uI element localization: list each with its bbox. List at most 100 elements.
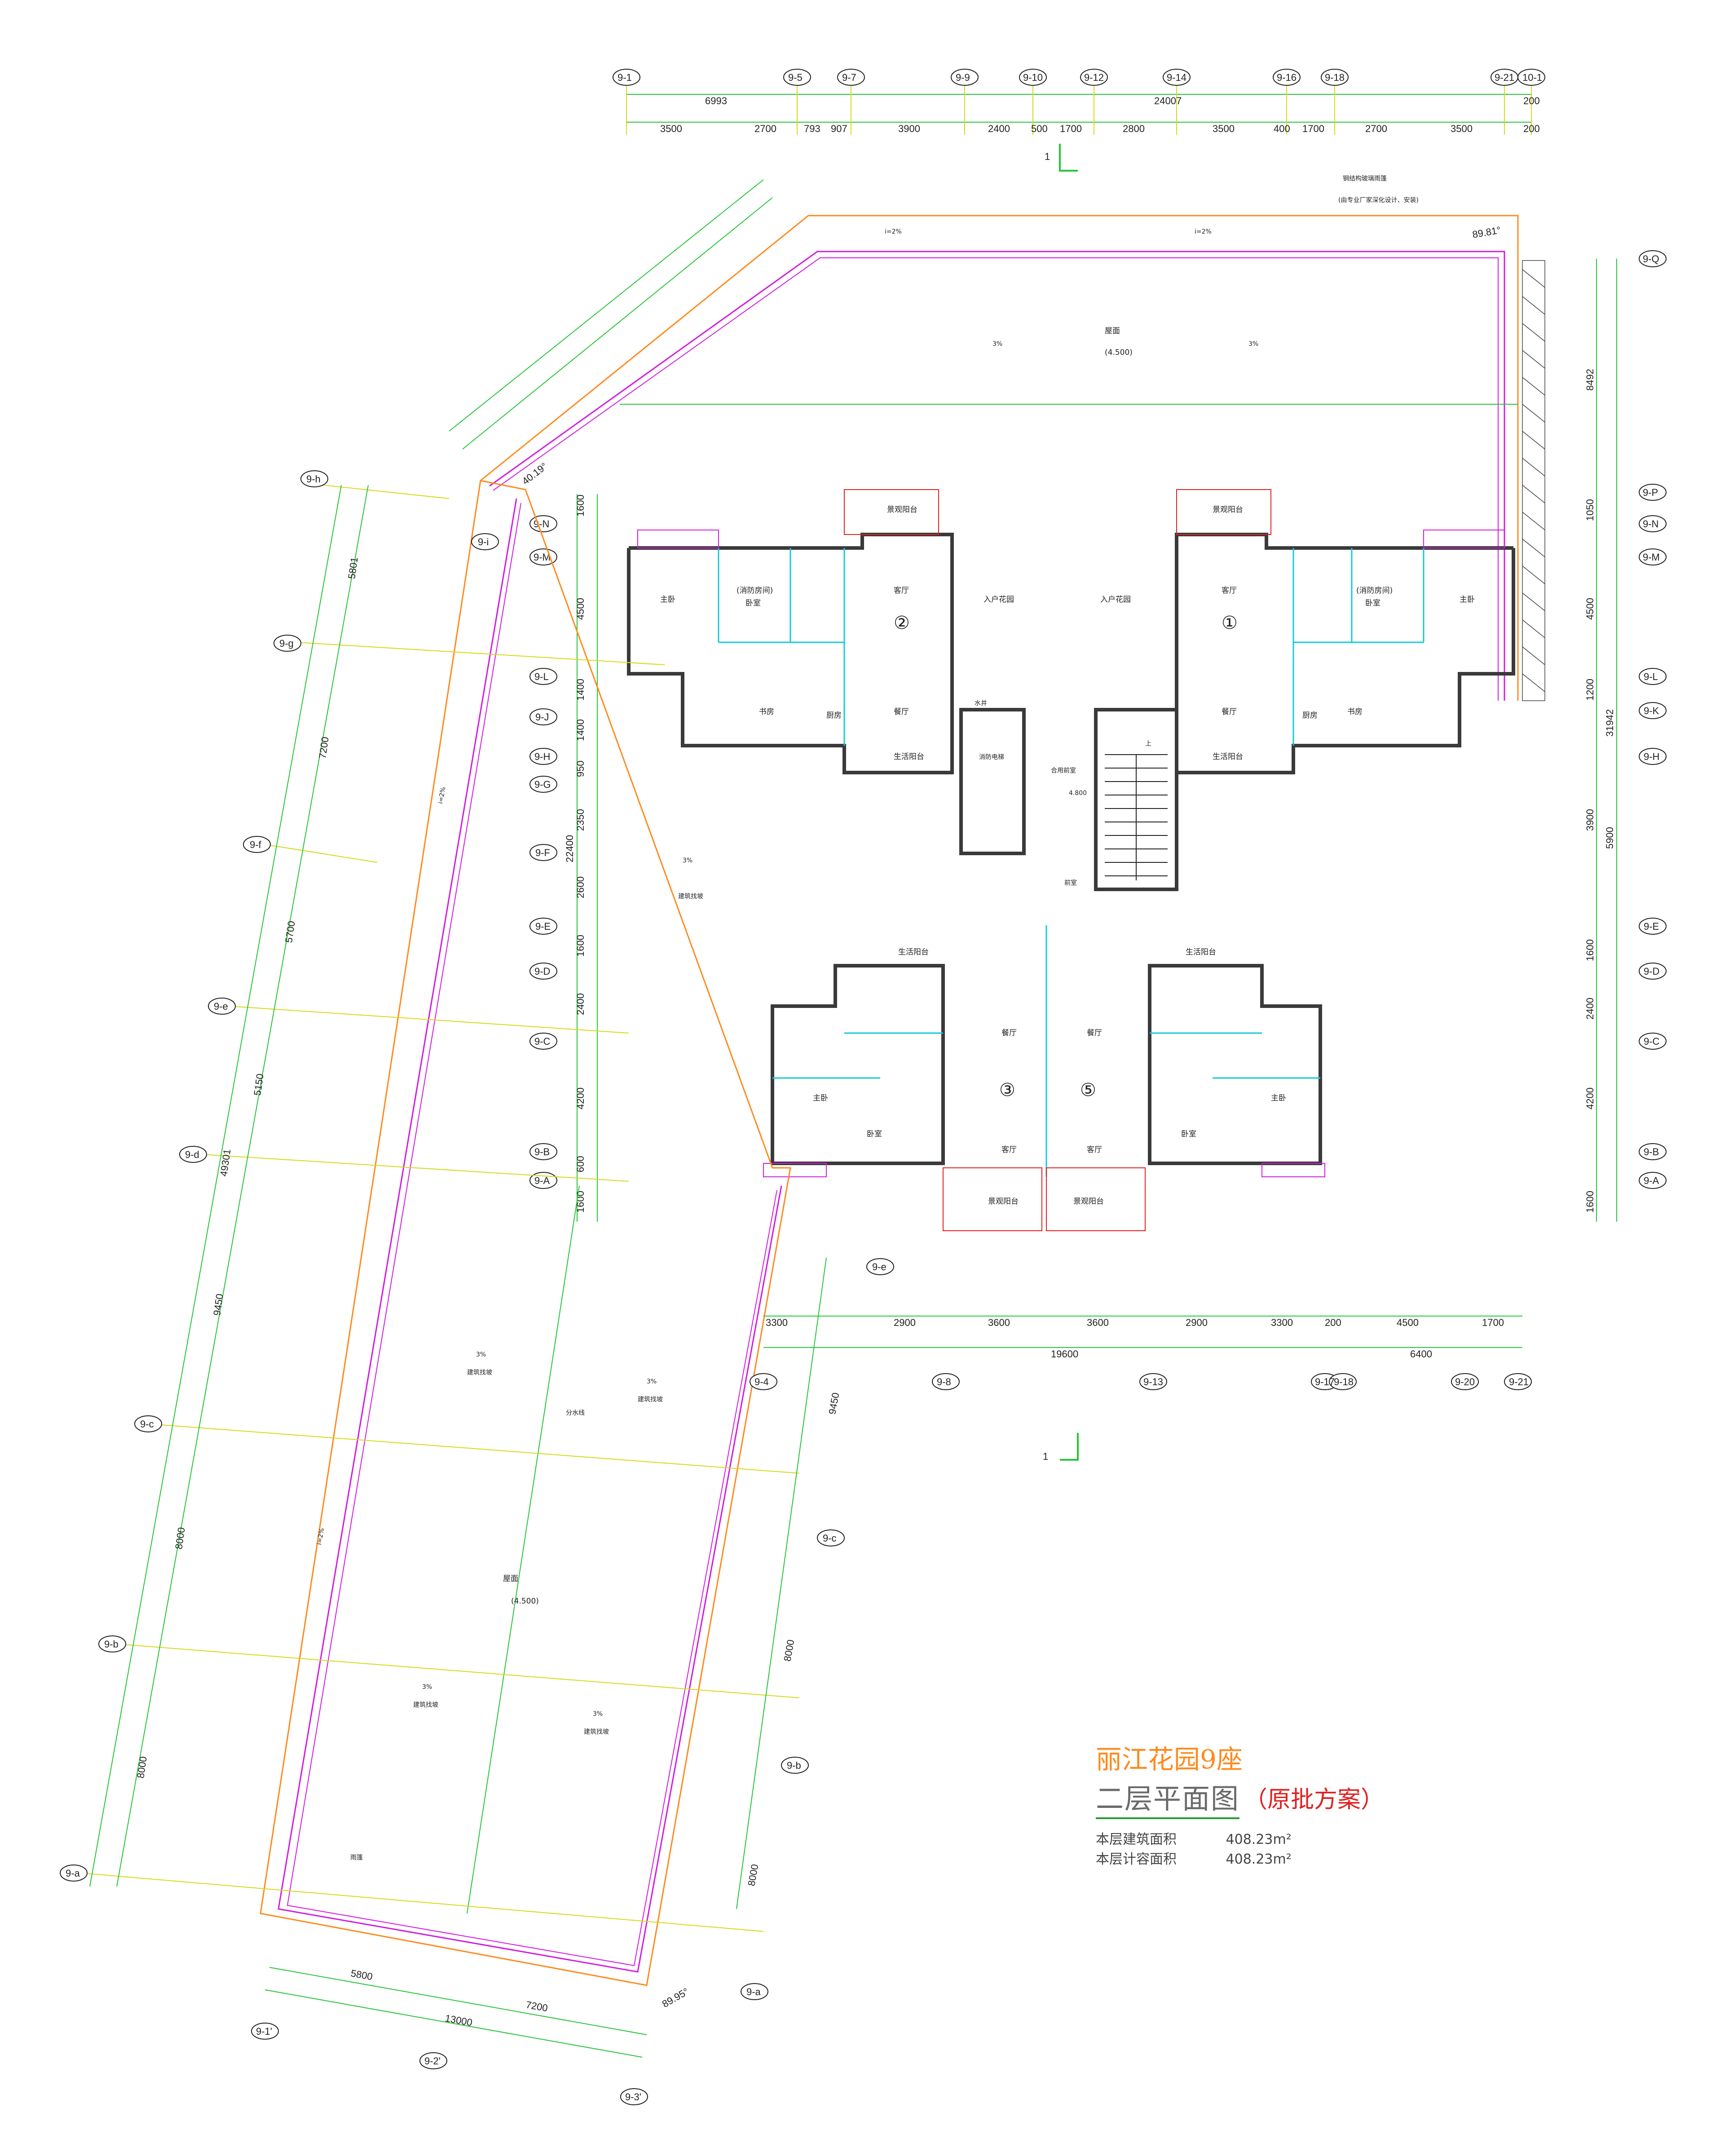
right-oblique-axis-bubbles — [741, 1258, 894, 2000]
dim-text: 8000 — [745, 1863, 760, 1887]
slope-label: 建筑找坡 — [638, 1396, 663, 1403]
area-label: 本层计容面积 — [1096, 1851, 1177, 1867]
core-label: 前室 — [1064, 879, 1077, 887]
axis-label: 9-12 — [1084, 72, 1104, 83]
dim-text: 24007 — [1154, 95, 1182, 106]
area-value: 408.23m² — [1226, 1851, 1292, 1867]
axis-label: 9-a — [66, 1868, 80, 1879]
dim-text: 8000 — [135, 1756, 149, 1779]
room-label: 景观阳台 — [1213, 505, 1243, 514]
dim-text: 3900 — [898, 123, 920, 134]
dim-text: 907 — [831, 123, 847, 134]
bottom-left-dim-chain — [265, 1967, 647, 2058]
axis-label: 9-M — [1643, 552, 1660, 563]
axis-label: 9-D — [534, 966, 550, 977]
room-label: 卧室 — [1365, 599, 1380, 608]
axis-label: 10-1 — [1522, 72, 1542, 83]
axis-label: 9-c — [140, 1418, 154, 1430]
room-label: 卧室 — [1181, 1130, 1196, 1139]
oblique-dim-chain — [89, 485, 369, 1887]
axis-label: 9-5 — [788, 72, 803, 83]
axis-label: 9-8 — [937, 1376, 951, 1387]
core-label: 合用前室 — [1051, 767, 1076, 774]
axis-label: 9-K — [1644, 705, 1659, 716]
dim-text: 1400 — [575, 719, 586, 741]
roof-label: 屋面 — [503, 1574, 518, 1583]
dim-text: 200 — [1523, 95, 1540, 106]
dim-text: 950 — [575, 760, 586, 777]
axis-label: 9-7 — [842, 72, 856, 83]
axis-label: 9-F — [535, 847, 550, 858]
axis-label: 9-2' — [424, 2055, 441, 2067]
dim-text: 8492 — [1584, 369, 1596, 391]
building-walls — [627, 533, 1515, 1165]
axis-label: 9-e — [214, 1001, 228, 1012]
slope-label: 建筑找坡 — [467, 1369, 492, 1376]
roof-label: 屋面 — [1105, 327, 1120, 336]
axis-label: 9-i — [478, 536, 489, 548]
room-label: (消防房间) — [737, 586, 773, 595]
room-label: 客厅 — [1222, 586, 1237, 595]
axis-label: 9-E — [535, 921, 551, 932]
core-label: 上 — [1145, 740, 1151, 747]
left-axis-bubbles — [529, 515, 557, 1189]
axis-label: 9-E — [1644, 921, 1659, 932]
rain-label: 雨篷 — [350, 1854, 363, 1861]
dim-text: 1050 — [1584, 499, 1596, 521]
core-label: 4.800 — [1069, 790, 1087, 797]
dim-text: 19600 — [1051, 1348, 1078, 1360]
slope-label: 建筑找坡 — [678, 893, 703, 900]
area-row: 本层建筑面积 408.23m² — [1096, 1828, 1292, 1848]
area-label: 本层建筑面积 — [1096, 1832, 1177, 1847]
dim-text: 2800 — [1123, 123, 1145, 134]
axis-label: 9-A — [534, 1175, 550, 1186]
axis-label: 9-1 — [617, 72, 632, 83]
unit-markers: ② ① ③ ⑤ — [894, 613, 1238, 1100]
room-label: 入户花园 — [983, 595, 1014, 604]
axis-label: 9-c — [823, 1533, 837, 1544]
room-label: 卧室 — [745, 599, 761, 608]
axis-label: 9-13 — [1143, 1376, 1163, 1387]
dim-text: 5801 — [346, 557, 360, 580]
slope-label: 建筑找坡 — [413, 1701, 438, 1709]
axis-label: 9-P — [1643, 487, 1658, 498]
axis-label: 9-d — [185, 1149, 199, 1160]
room-label: 书房 — [1347, 707, 1363, 716]
angle-label: 89.95° — [660, 1986, 691, 2010]
dim-text: 400 — [1274, 123, 1290, 134]
axis-label: 9-B — [1644, 1146, 1659, 1158]
fall-label: i=2% — [1195, 228, 1212, 235]
dim-text: 1400 — [575, 679, 586, 701]
dim-text: 4200 — [575, 1087, 586, 1109]
room-label: 主卧 — [660, 595, 675, 604]
axis-label: 9-D — [1644, 966, 1659, 977]
room-label: 客厅 — [1087, 1145, 1102, 1154]
divide-line — [467, 1185, 580, 1914]
dim-text: 3500 — [1213, 123, 1235, 134]
room-label: 书房 — [759, 707, 774, 716]
dim-text: 793 — [804, 123, 820, 134]
axis-label: 9-L — [1644, 671, 1658, 682]
top-axis-bubbles — [613, 69, 1545, 86]
axis-label: 9-A — [1644, 1175, 1659, 1186]
room-label: 主卧 — [813, 1094, 828, 1103]
lower-roof-outline — [260, 480, 791, 1986]
axis-label: 9-N — [1643, 518, 1658, 530]
room-label: 主卧 — [1271, 1094, 1286, 1103]
dim-text: 1600 — [575, 935, 586, 957]
roof-level: (4.500) — [1105, 348, 1133, 357]
oblique-axis-bubbles — [60, 470, 499, 1882]
dim-text: 31942 — [1604, 709, 1615, 737]
fall-label: i=2% — [316, 1528, 326, 1546]
drawing-note: （原批方案） — [1244, 1786, 1385, 1813]
dim-text: 7200 — [525, 1999, 549, 2014]
core-label: 消防电梯 — [979, 754, 1004, 761]
axis-label: 9-a — [746, 1986, 761, 1997]
axis-label: 9-20 — [1455, 1376, 1475, 1387]
room-label: (消防房间) — [1356, 586, 1393, 595]
dim-text: 8000 — [173, 1527, 187, 1550]
axis-label: 9-h — [306, 473, 321, 485]
dim-text: 7200 — [317, 736, 331, 760]
dim-text: 200 — [1325, 1317, 1341, 1328]
axis-label: 9-b — [787, 1760, 801, 1771]
